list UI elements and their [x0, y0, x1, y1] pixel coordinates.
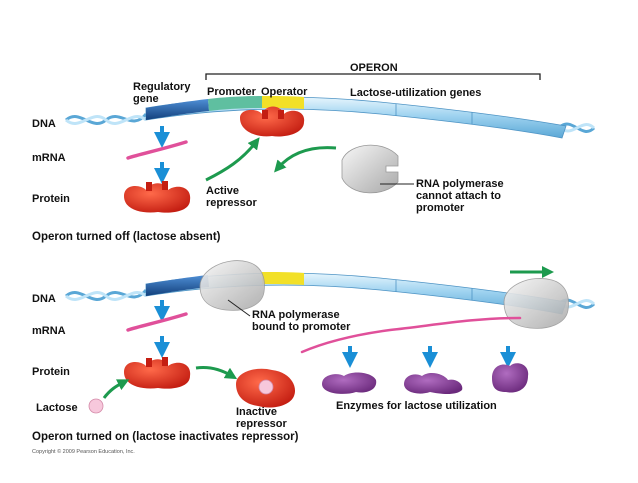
dna-label-top: DNA	[32, 118, 56, 130]
copyright-notice: Copyright © 2009 Pearson Education, Inc.	[32, 449, 135, 455]
arrow-to-inactive-repressor	[195, 366, 238, 380]
mrna-label-top: mRNA	[32, 152, 66, 164]
polymerase-bound-label: RNA polymerase bound to promoter	[252, 309, 351, 333]
lactose-molecule	[88, 398, 104, 414]
regulatory-gene-segment	[146, 99, 209, 120]
mrna-strand-top	[126, 140, 188, 160]
leader-polymerase-bottom	[227, 299, 251, 317]
dna-helix-left-top	[65, 112, 148, 125]
lactose-genes-label: Lactose-utilization genes	[350, 87, 482, 99]
operon-bracket	[205, 73, 541, 80]
enzyme-1	[322, 372, 377, 394]
arrow-repressor-to-operator	[205, 137, 260, 182]
mrna-strand-bottom	[126, 312, 188, 332]
operator-segment-bottom	[262, 272, 304, 285]
regulatory-gene-label: Regulatory gene	[133, 81, 191, 105]
mrna-label-bottom: mRNA	[32, 325, 66, 337]
rna-polymerase-free	[341, 144, 399, 194]
operator-segment	[262, 96, 304, 109]
regulatory-gene-segment-bottom	[146, 275, 209, 296]
caption-operon-on: Operon turned on (lactose inactivates re…	[32, 431, 299, 443]
arrow-polymerase-blocked	[274, 146, 337, 173]
dna-helix-left-bottom	[65, 288, 148, 301]
arrow-lactose-to-repressor	[102, 379, 130, 399]
inactive-repressor-shape	[236, 368, 296, 408]
active-repressor-shape	[124, 181, 191, 213]
active-repressor-label: Active repressor	[206, 185, 257, 209]
rna-polymerase-bound	[199, 260, 265, 311]
caption-operon-off: Operon turned off (lactose absent)	[32, 231, 221, 243]
lactose-label: Lactose	[36, 402, 78, 414]
enzymes-label: Enzymes for lactose utilization	[336, 400, 497, 412]
inactive-repressor-label: Inactive repressor	[236, 406, 287, 430]
mrna-strand-long	[300, 316, 522, 354]
enzyme-3	[492, 363, 529, 393]
polymerase-cannot-attach-label: RNA polymerase cannot attach to promoter	[416, 178, 504, 214]
promoter-label: Promoter	[207, 86, 256, 98]
repressor-bottom-shape	[124, 357, 191, 389]
dna-label-bottom: DNA	[32, 293, 56, 305]
enzyme-2	[404, 373, 463, 394]
protein-label-top: Protein	[32, 193, 70, 205]
operon-title: OPERON	[350, 62, 398, 74]
bound-lactose	[258, 379, 274, 395]
operator-label: Operator	[261, 86, 308, 98]
promoter-segment	[208, 96, 262, 111]
rna-polymerase-transcribing	[503, 278, 569, 329]
repressor-bound-operator	[240, 106, 305, 137]
protein-label-bottom: Protein	[32, 366, 70, 378]
